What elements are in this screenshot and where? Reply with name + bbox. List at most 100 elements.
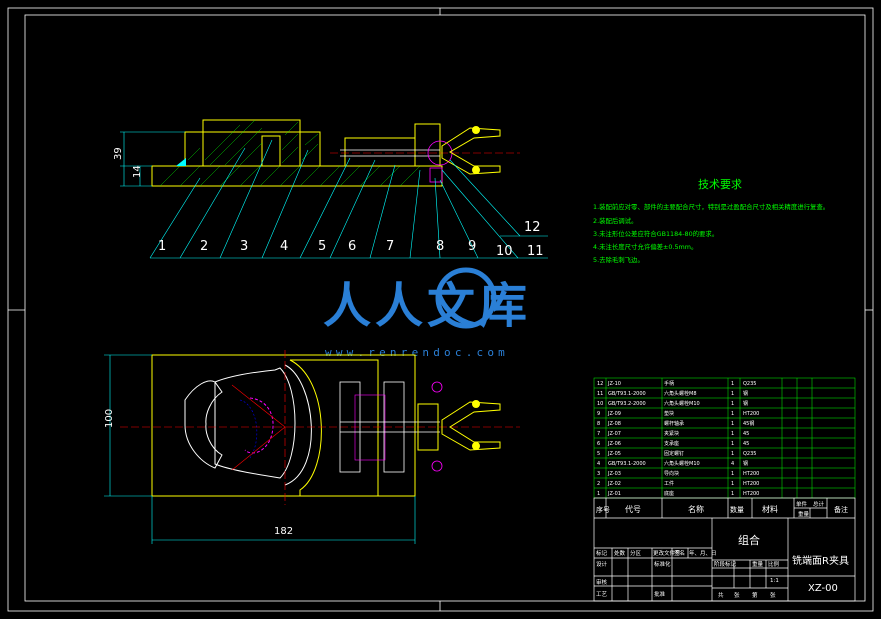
watermark-ring <box>435 267 497 329</box>
bom-cell-qty: 4 <box>731 461 734 467</box>
front-view <box>151 119 520 187</box>
balloon-4: 4 <box>280 239 288 254</box>
bom-cell-no: 10 <box>597 401 603 407</box>
bom-cell-code: JZ-01 <box>607 491 621 497</box>
balloon-1: 1 <box>158 239 166 254</box>
tech-req-title: 技术要求 <box>698 178 742 191</box>
change-header-2: 分区 <box>630 549 642 557</box>
tech-req-item-3: 3.未注形位公差应符合GB1184-80的要求。 <box>593 229 718 238</box>
stage-label-2: 比例 <box>768 560 780 568</box>
balloon-9: 9 <box>468 239 476 254</box>
tech-req-item-1: 1.装配前应对零、部件的主要配合尺寸，特别是过盈配合尺寸及相关精度进行复查。 <box>593 202 829 211</box>
bom-cell-no: 1 <box>597 491 600 497</box>
title-drawing-no: XZ-00 <box>808 583 838 594</box>
bom-cell-qty: 1 <box>731 491 734 497</box>
title-block-text: 序号 代号 名称 数量 材料 单件 总计 重量 备注 组合 铣端面R夹具 XZ-… <box>596 500 849 599</box>
bom-cell-name: 底座 <box>664 490 674 497</box>
watermark-text: 人人文库 <box>323 278 531 334</box>
bom-cell-code: JZ-09 <box>607 411 621 417</box>
bom-cell-no: 3 <box>597 471 600 477</box>
bom-cell-mat: 45 <box>743 431 749 437</box>
balloon-7: 7 <box>386 239 394 254</box>
watermark-url: www.renrendoc.com <box>325 346 509 359</box>
tech-req-item-4: 4.未注长度尺寸允许偏差±0.5mm。 <box>593 242 697 251</box>
sheet-label-2: 第 <box>752 591 758 599</box>
bom-cell-qty: 1 <box>731 451 734 457</box>
bom-cell-qty: 1 <box>731 441 734 447</box>
bom-cell-no: 2 <box>597 481 600 487</box>
balloon-8: 8 <box>436 239 444 254</box>
bom-cell-mat: 45 <box>743 441 749 447</box>
bom-cell-name: 六角头螺栓M10 <box>664 460 700 467</box>
role-review: 审核 <box>596 578 608 586</box>
balloon-2: 2 <box>200 239 208 254</box>
stage-label-0: 阶段标记 <box>714 560 737 568</box>
change-header-1: 处数 <box>614 549 626 557</box>
balloon-11: 11 <box>527 244 544 259</box>
front-dimensions <box>120 131 185 187</box>
balloon-12: 12 <box>524 220 541 235</box>
bom-cell-no: 9 <box>597 411 600 417</box>
bom-cell-no: 7 <box>597 431 600 437</box>
bom-cell-code: GB/T93.1-2000 <box>608 461 646 467</box>
bom-cell-mat: HT200 <box>743 491 759 497</box>
dim-base-thickness: 14 <box>132 165 143 178</box>
bom-table <box>593 377 856 499</box>
tech-req-item-2: 2.装配后调试。 <box>593 216 637 225</box>
role-design: 设计 <box>596 560 608 568</box>
bom-cell-name: 夹紧块 <box>664 430 679 437</box>
bom-cell-qty: 1 <box>731 471 734 477</box>
sheet-label-0: 共 <box>718 591 724 599</box>
bom-cell-qty: 1 <box>731 411 734 417</box>
role-std: 标准化 <box>654 560 671 568</box>
bom-cell-code: JZ-05 <box>607 451 621 457</box>
bom-cell-name: 固定螺钉 <box>664 450 684 457</box>
balloon-6: 6 <box>348 239 356 254</box>
plan-view <box>120 350 520 505</box>
bom-cell-mat: Q235 <box>743 451 756 457</box>
bom-cell-mat: HT200 <box>743 471 759 477</box>
bom-cell-code: JZ-02 <box>607 481 621 487</box>
title-block <box>593 497 856 602</box>
balloon-5: 5 <box>318 239 326 254</box>
bom-cell-name: 六角头螺栓M8 <box>664 390 697 397</box>
bom-cell-mat: HT200 <box>743 481 759 487</box>
bom-cell-no: 5 <box>597 451 600 457</box>
bom-cell-code: GB/T93.2-2000 <box>608 401 646 407</box>
dim-height-total: 39 <box>113 147 124 160</box>
balloon-10: 10 <box>496 244 513 259</box>
bom-cell-name: 工件 <box>664 480 674 487</box>
bom-cell-qty: 1 <box>731 381 734 387</box>
dim-width: 100 <box>104 409 115 428</box>
bom-cell-no: 12 <box>597 381 603 387</box>
sheet-label-3: 张 <box>770 591 776 599</box>
bom-header-weight: 重量 <box>798 510 810 518</box>
bom-cell-qty: 1 <box>731 431 734 437</box>
bom-cell-mat: 钢 <box>743 400 748 407</box>
title-drawing-name: 铣端面R夹具 <box>792 554 849 567</box>
bom-cell-name: 导向块 <box>664 470 679 477</box>
bom-cell-no: 8 <box>597 421 600 427</box>
bom-cell-name: 手柄 <box>664 380 674 387</box>
bom-cell-name: 螺杆轴承 <box>664 420 684 427</box>
bom-header-qty: 数量 <box>730 505 744 514</box>
bom-cell-mat: 钢 <box>743 390 748 397</box>
leader-lines <box>149 139 548 259</box>
bom-cell-mat: Q235 <box>743 381 756 387</box>
bom-cell-code: JZ-06 <box>607 441 621 447</box>
balloon-labels: 1 2 3 4 5 6 7 8 9 10 11 12 <box>158 220 544 259</box>
bom-header-name: 名称 <box>688 504 704 514</box>
tech-requirements: 技术要求 1.装配前应对零、部件的主要配合尺寸，特别是过盈配合尺寸及相关精度进行… <box>593 178 829 264</box>
sheet-label-1: 张 <box>734 591 740 599</box>
bom-header-no: 序号 <box>596 505 610 514</box>
bom-header-mat: 材料 <box>762 504 778 514</box>
change-header-4: 签名 <box>674 549 685 557</box>
role-process: 工艺 <box>596 591 608 598</box>
bom-cell-qty: 1 <box>731 481 734 487</box>
bom-cell-code: JZ-10 <box>607 381 621 387</box>
bom-cell-no: 6 <box>597 441 600 447</box>
plan-dimensions <box>104 354 416 544</box>
change-header-0: 标记 <box>596 549 608 557</box>
change-header-5: 年、月、日 <box>689 549 717 557</box>
